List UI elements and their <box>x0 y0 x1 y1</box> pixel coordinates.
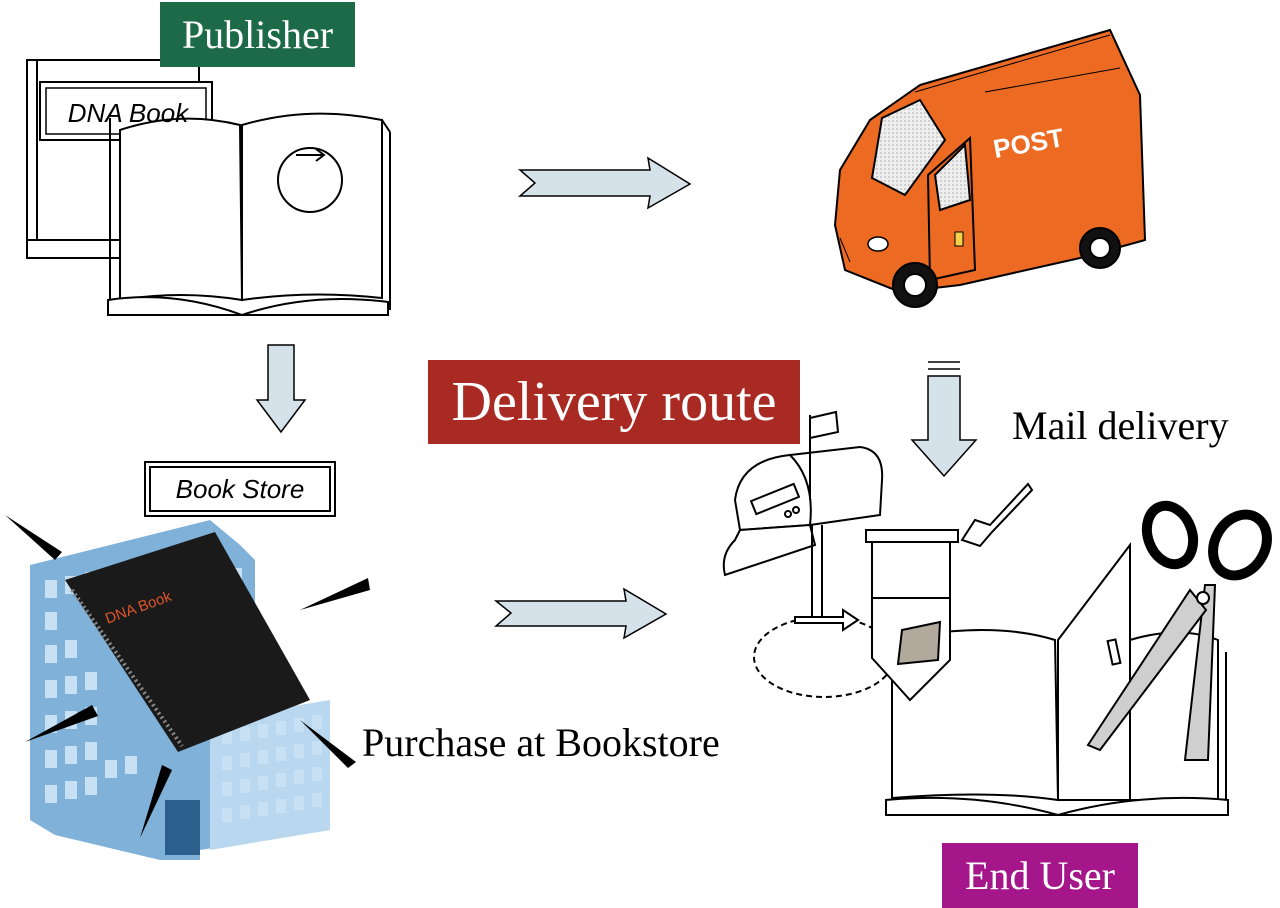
arrow-store-to-user <box>493 587 668 640</box>
publisher-book-icon <box>26 59 391 317</box>
arrow-publisher-to-store <box>255 344 307 434</box>
end-user-label: End User <box>942 843 1138 908</box>
arrow-publisher-to-van <box>517 156 692 210</box>
burst-spikes-icon <box>5 515 370 838</box>
mail-delivery-label: Mail delivery <box>1012 403 1229 448</box>
mailbox-icon <box>722 410 895 698</box>
delivery-route-title: Delivery route <box>428 360 800 444</box>
scissors-icon <box>1086 500 1272 761</box>
van-icon <box>833 28 1147 308</box>
publisher-label: Publisher <box>160 2 355 67</box>
tube-icon <box>865 482 1034 702</box>
arrow-van-to-user <box>910 375 978 478</box>
purchase-label: Purchase at Bookstore <box>362 720 720 765</box>
dna-book-cover-label: DNA Book <box>68 98 190 128</box>
book-store-label: Book Store <box>144 461 336 517</box>
binder-icon <box>65 532 310 752</box>
